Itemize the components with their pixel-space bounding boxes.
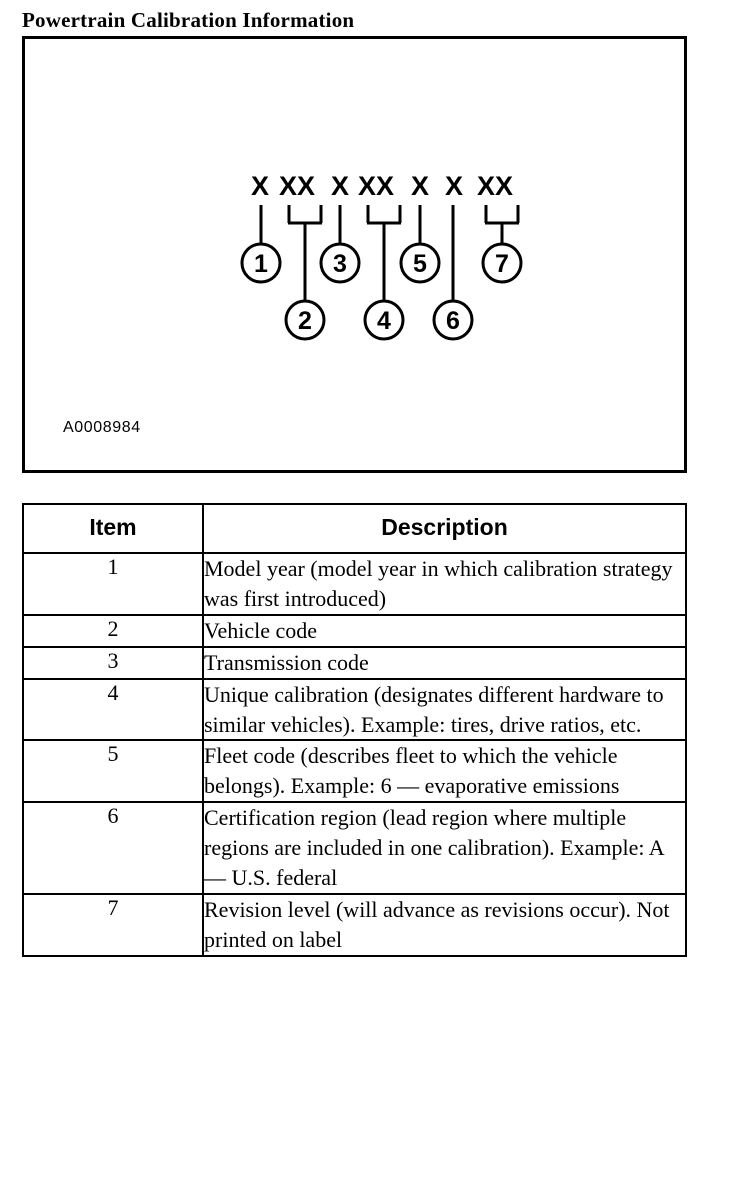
callout-circle-7 (481, 242, 523, 284)
callout-circle-1 (240, 242, 282, 284)
table-row: 7 Revision level (will advance as revisi… (22, 892, 687, 957)
callout-label-1: 1 (254, 250, 268, 278)
code-characters: X XX X XX X X XX (251, 171, 513, 201)
callout-circles-upper: 1 3 5 7 (240, 242, 523, 284)
table-cell-description: Fleet code (describes fleet to which the… (202, 739, 687, 804)
callout-circle-3 (319, 242, 361, 284)
callout-label-6: 6 (446, 307, 460, 335)
code-char-group-6: X (445, 171, 463, 201)
calibration-code-svg: X XX X XX X X XX (240, 171, 523, 341)
table-cell-description: Model year (model year in which calibrat… (202, 552, 687, 616)
code-char-group-3: X (331, 171, 349, 201)
table-cell-item: 7 (22, 892, 204, 957)
callout-label-7: 7 (495, 250, 509, 278)
callout-label-4: 4 (377, 307, 391, 335)
callout-label-2: 2 (298, 307, 312, 335)
table-cell-description: Certification region (lead region where … (202, 801, 687, 895)
callout-label-5: 5 (413, 250, 427, 278)
table-row: 1 Model year (model year in which calibr… (22, 552, 687, 616)
table-header-item: Item (22, 503, 204, 554)
table-cell-item: 1 (22, 552, 204, 616)
leader-lines (259, 205, 520, 301)
table-row: 5 Fleet code (describes fleet to which t… (22, 739, 687, 804)
code-char-group-7: XX (477, 171, 513, 201)
callout-circles-lower: 2 4 6 (284, 299, 474, 341)
table-cell-item: 3 (22, 645, 204, 680)
code-char-group-5: X (411, 171, 429, 201)
code-char-group-4: XX (358, 171, 394, 201)
calibration-code-diagram: X XX X XX X X XX (25, 39, 684, 470)
table-cell-description: Vehicle code (202, 613, 687, 648)
calibration-item-table: Item Description 1 Model year (model yea… (22, 503, 687, 957)
callout-circle-6 (432, 299, 474, 341)
figure-box: X XX X XX X X XX (22, 36, 687, 473)
table-row: 4 Unique calibration (designates differe… (22, 677, 687, 742)
table-cell-description: Unique calibration (designates different… (202, 677, 687, 742)
callout-label-3: 3 (333, 250, 347, 278)
table-cell-description: Transmission code (202, 645, 687, 680)
code-char-group-1: X (251, 171, 269, 201)
callout-circle-4 (363, 299, 405, 341)
table-cell-item: 2 (22, 613, 204, 648)
table-cell-item: 5 (22, 739, 204, 804)
table-row: 3 Transmission code (22, 645, 687, 680)
page-title: Powertrain Calibration Information (22, 8, 355, 32)
table-cell-item: 4 (22, 677, 204, 742)
figure-id-label: A0008984 (63, 419, 141, 436)
table-header-row: Item Description (22, 503, 687, 554)
table-row: 6 Certification region (lead region wher… (22, 801, 687, 895)
table-cell-item: 6 (22, 801, 204, 895)
callout-circle-2 (284, 299, 326, 341)
table-row: 2 Vehicle code (22, 613, 687, 648)
code-char-group-2: XX (279, 171, 315, 201)
table-header-description: Description (202, 503, 687, 554)
callout-circle-5 (399, 242, 441, 284)
table-cell-description: Revision level (will advance as revision… (202, 892, 687, 957)
